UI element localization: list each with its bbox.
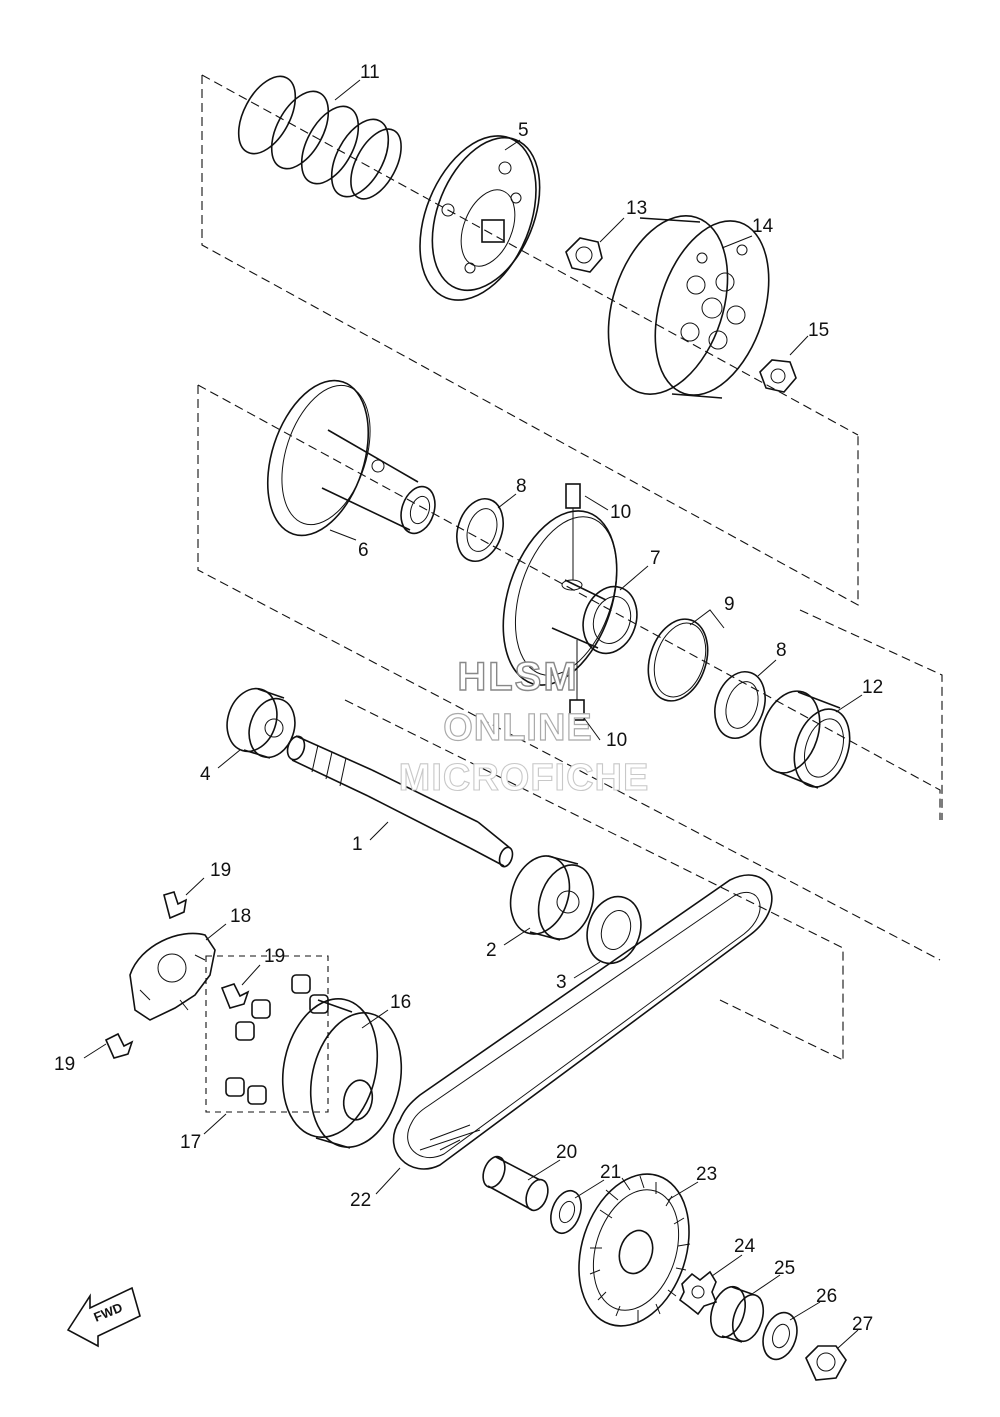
- slider-19c: [104, 1032, 134, 1059]
- oil-seal-upper: [456, 498, 504, 562]
- collar-20: [482, 1155, 549, 1212]
- fwd-label: FWD: [92, 1300, 125, 1325]
- nut-27: [805, 1345, 847, 1381]
- watermark-line-1: HLSM: [457, 655, 578, 699]
- callout-18: 18: [230, 906, 251, 927]
- callout-2: 2: [486, 940, 497, 961]
- group-outline-belt: [344, 699, 844, 1061]
- callout-19-bottom: 19: [54, 1054, 75, 1075]
- callout-9: 9: [724, 594, 735, 615]
- fan-sheave: [578, 1173, 691, 1327]
- callout-25: 25: [774, 1258, 795, 1279]
- collar: [759, 690, 851, 789]
- fwd-arrow-icon: FWD: [66, 1286, 141, 1348]
- watermark-line-2: ONLINE: [443, 707, 593, 749]
- clutch-housing: [607, 215, 770, 399]
- callout-27: 27: [852, 1314, 873, 1335]
- ramp-plate: [129, 932, 216, 1021]
- callout-20: 20: [556, 1142, 577, 1163]
- callout-10-upper: 10: [610, 502, 631, 523]
- callout-5: 5: [518, 120, 529, 141]
- o-ring: [647, 618, 709, 702]
- callout-7: 7: [650, 548, 661, 569]
- callout-1: 1: [352, 834, 363, 855]
- spacer-25: [709, 1285, 765, 1343]
- callout-8-lower: 8: [776, 640, 787, 661]
- callout-12: 12: [862, 677, 883, 698]
- callout-6: 6: [358, 540, 369, 561]
- secondary-sheave-fixed: [266, 379, 436, 537]
- guide-pin-lower: [569, 640, 585, 721]
- clutch-carrier: [419, 135, 541, 301]
- weight-rollers: [225, 974, 329, 1105]
- callout-17: 17: [180, 1132, 201, 1153]
- callout-8-upper: 8: [516, 476, 527, 497]
- callout-19-top: 19: [210, 860, 231, 881]
- group-outline-secondary-sheave: [197, 384, 943, 961]
- callout-4: 4: [200, 764, 211, 785]
- oil-seal-lower: [714, 671, 766, 739]
- callout-15: 15: [808, 320, 829, 341]
- callout-22: 22: [350, 1190, 371, 1211]
- callout-26: 26: [816, 1286, 837, 1307]
- oil-seal-3: [586, 895, 642, 965]
- callout-19-middle: 19: [264, 946, 285, 967]
- primary-sheave: [281, 998, 403, 1149]
- slider-19b: [220, 983, 250, 1009]
- bearing-4: [226, 687, 296, 759]
- watermark-line-3: MICROFICHE: [399, 757, 650, 799]
- slider-19a: [163, 891, 188, 920]
- callout-10-lower: 10: [606, 730, 627, 751]
- washer-21: [550, 1189, 582, 1235]
- watermark: HLSM ONLINE MICROFICHE: [398, 654, 650, 799]
- callout-3: 3: [556, 972, 567, 993]
- washer-26: [762, 1311, 798, 1361]
- star-washer: [678, 1270, 718, 1316]
- callout-14: 14: [752, 216, 774, 237]
- secondary-sheave-sliding: [502, 510, 638, 686]
- callouts: 11 5 13 14 15 6 8 10 7 9 8 12 10 4 1 19 …: [54, 62, 883, 1335]
- callout-24: 24: [734, 1236, 756, 1257]
- guide-pin-upper: [565, 483, 581, 580]
- group-outline-clutch: [201, 74, 859, 606]
- secondary-shaft: [286, 735, 514, 868]
- callout-16: 16: [390, 992, 411, 1013]
- nut-15: [759, 359, 797, 393]
- clutch-spring: [237, 75, 402, 200]
- leader-lines: [83, 79, 863, 1349]
- callout-11: 11: [360, 62, 380, 83]
- callout-23: 23: [696, 1164, 717, 1185]
- callout-21: 21: [600, 1162, 621, 1183]
- v-belt: [392, 874, 773, 1170]
- group-outline-weights: [205, 955, 329, 1113]
- callout-13: 13: [626, 198, 647, 219]
- nut-13: [565, 237, 603, 273]
- bearing-2: [509, 855, 595, 941]
